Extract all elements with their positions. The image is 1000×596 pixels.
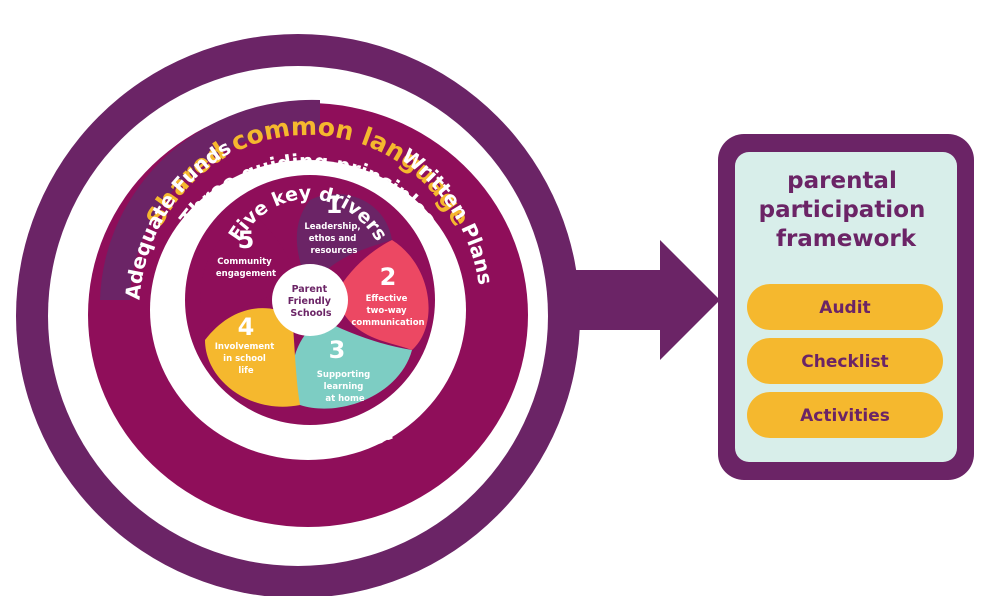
driver-petal-2 bbox=[335, 240, 429, 350]
principles-ring-top-segment bbox=[100, 99, 320, 300]
driver-4-text: Involvement in school life bbox=[215, 342, 278, 376]
audit-button[interactable] bbox=[747, 284, 943, 330]
driver-petal-4 bbox=[205, 308, 300, 407]
driver-5-number: 5 bbox=[238, 226, 255, 254]
driver-3-number: 3 bbox=[329, 336, 346, 364]
driver-2-text: Effective two-way communication bbox=[351, 294, 424, 328]
driver-3-text: Supporting learning at home bbox=[317, 370, 373, 404]
driver-1-text: Leadership, ethos and resources bbox=[304, 222, 363, 256]
checklist-button[interactable] bbox=[747, 338, 943, 384]
center-hub bbox=[272, 264, 348, 336]
driver-4-number: 4 bbox=[238, 313, 255, 341]
audit-button-label: Audit bbox=[819, 298, 870, 318]
driver-5-text: Community engagement bbox=[216, 257, 276, 279]
framework-title: parental participation framework bbox=[759, 168, 934, 252]
checklist-button-label: Checklist bbox=[801, 352, 888, 372]
driver-1-number: 1 bbox=[326, 191, 343, 219]
activities-button[interactable] bbox=[747, 392, 943, 438]
activities-button-label: Activities bbox=[800, 406, 890, 426]
driver-petal-5 bbox=[200, 215, 295, 330]
parent-friendly-schools-label: Parent Friendly Schools bbox=[288, 284, 335, 319]
arrow-shaft bbox=[540, 240, 720, 360]
driver-2-number: 2 bbox=[380, 263, 397, 291]
driver-petal-3 bbox=[292, 318, 412, 409]
